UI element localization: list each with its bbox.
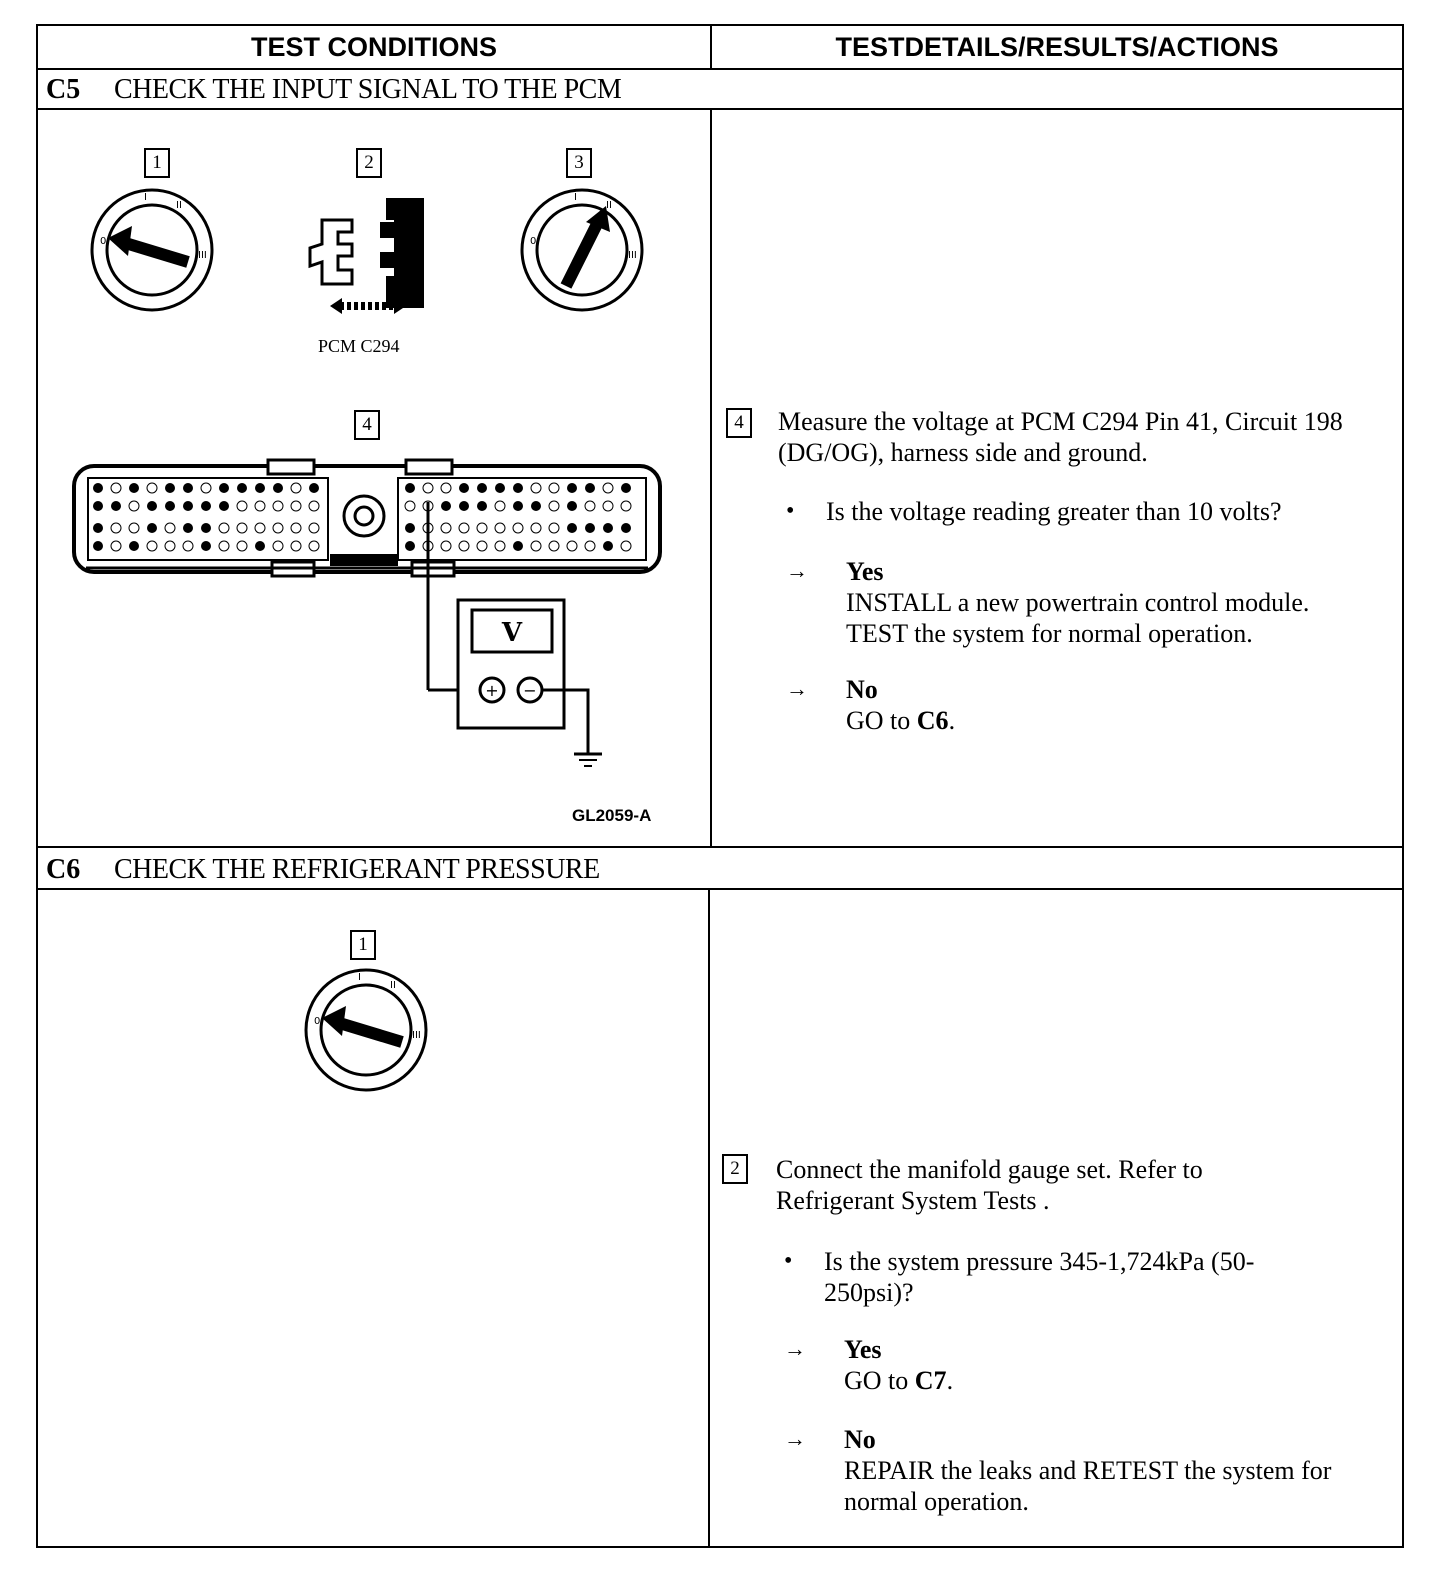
table-header: TEST CONDITIONS TESTDETAILS/RESULTS/ACTI… [38, 26, 1402, 70]
column-divider [710, 110, 712, 848]
figure-id: GL2059-A [572, 806, 652, 825]
question-text: Is the system pressure 345-1,724kPa (50-… [824, 1247, 1255, 1307]
question-text: Is the voltage reading greater than 10 v… [826, 497, 1282, 526]
svg-text:0: 0 [530, 236, 536, 247]
no-label: No [844, 1425, 876, 1454]
arrow-right-icon: → [786, 676, 808, 701]
instruction-text: Measure the voltage at PCM C294 Pin 41, … [778, 407, 1343, 467]
no-action-prefix: GO to [846, 706, 917, 735]
figure-step-label: 4 [354, 410, 380, 440]
detail-step-label: 4 [726, 408, 752, 438]
yes-action-line-2: TEST the system for normal operation. [846, 619, 1253, 648]
yes-label: Yes [846, 557, 884, 586]
svg-text:I: I [358, 972, 361, 983]
header-test-details: TESTDETAILS/RESULTS/ACTIONS [835, 32, 1279, 62]
svg-text:−: − [523, 681, 536, 700]
svg-text:0: 0 [314, 1016, 320, 1027]
no-action-target: C6 [916, 706, 949, 735]
step-code: C6 [46, 854, 81, 885]
yes-action-suffix: . [946, 1366, 954, 1395]
yes-action: GO to C7. [844, 1365, 953, 1396]
figure-step-label: 2 [356, 148, 382, 178]
test-procedure-table: TEST CONDITIONS TESTDETAILS/RESULTS/ACTI… [36, 24, 1404, 1548]
figure-step-label: 1 [350, 930, 376, 960]
no-label: No [846, 675, 878, 704]
ignition-switch-off-icon: 0 I II III [90, 188, 214, 312]
yes-action-prefix: GO to [844, 1366, 915, 1395]
svg-text:+: + [485, 681, 498, 700]
svg-text:II: II [390, 980, 396, 991]
svg-text:I: I [144, 192, 147, 203]
yes-action-line-1: INSTALL a new powertrain control module. [846, 588, 1310, 617]
step-c5-title-row: C5 CHECK THE INPUT SIGNAL TO THE PCM [38, 68, 1402, 110]
yes-label: Yes [844, 1335, 882, 1364]
step-code: C5 [46, 74, 81, 105]
no-action-suffix: . [948, 706, 956, 735]
no-action: GO to C6. [846, 705, 955, 736]
arrow-right-icon: → [784, 1426, 806, 1451]
column-divider [708, 888, 710, 1546]
detail-step-label: 2 [722, 1154, 748, 1184]
connector-disconnect-icon [308, 198, 424, 314]
svg-text:III: III [412, 1030, 421, 1041]
step-title: CHECK THE REFRIGERANT PRESSURE [114, 854, 600, 885]
figure-step-label: 1 [144, 148, 170, 178]
step-title: CHECK THE INPUT SIGNAL TO THE PCM [114, 74, 622, 105]
svg-text:0: 0 [100, 236, 106, 247]
svg-text:II: II [176, 200, 182, 211]
instruction-text: Connect the manifold gauge set. Refer to… [776, 1155, 1203, 1215]
ignition-switch-run-icon: 0 I II III [520, 188, 644, 312]
yes-action-target: C7 [914, 1366, 947, 1395]
svg-text:I: I [574, 192, 577, 203]
connector-caption: PCM C294 [318, 336, 400, 356]
svg-text:III: III [198, 250, 207, 261]
voltmeter-label: V [501, 618, 523, 648]
ignition-switch-off-icon: 0 I II III [304, 968, 428, 1092]
svg-text:III: III [628, 250, 637, 261]
svg-text:II: II [606, 200, 612, 211]
step-c6-title-row: C6 CHECK THE REFRIGERANT PRESSURE [38, 846, 1402, 890]
arrow-right-icon: → [784, 1336, 806, 1361]
header-test-conditions: TEST CONDITIONS [38, 26, 712, 68]
bullet-icon: • [784, 1248, 793, 1274]
arrow-right-icon: → [786, 558, 808, 583]
bullet-icon: • [786, 498, 795, 524]
no-action: REPAIR the leaks and RETEST the system f… [844, 1456, 1332, 1516]
pcm-connector-voltmeter-diagram: V + − [72, 458, 662, 767]
figure-step-label: 3 [566, 148, 592, 178]
